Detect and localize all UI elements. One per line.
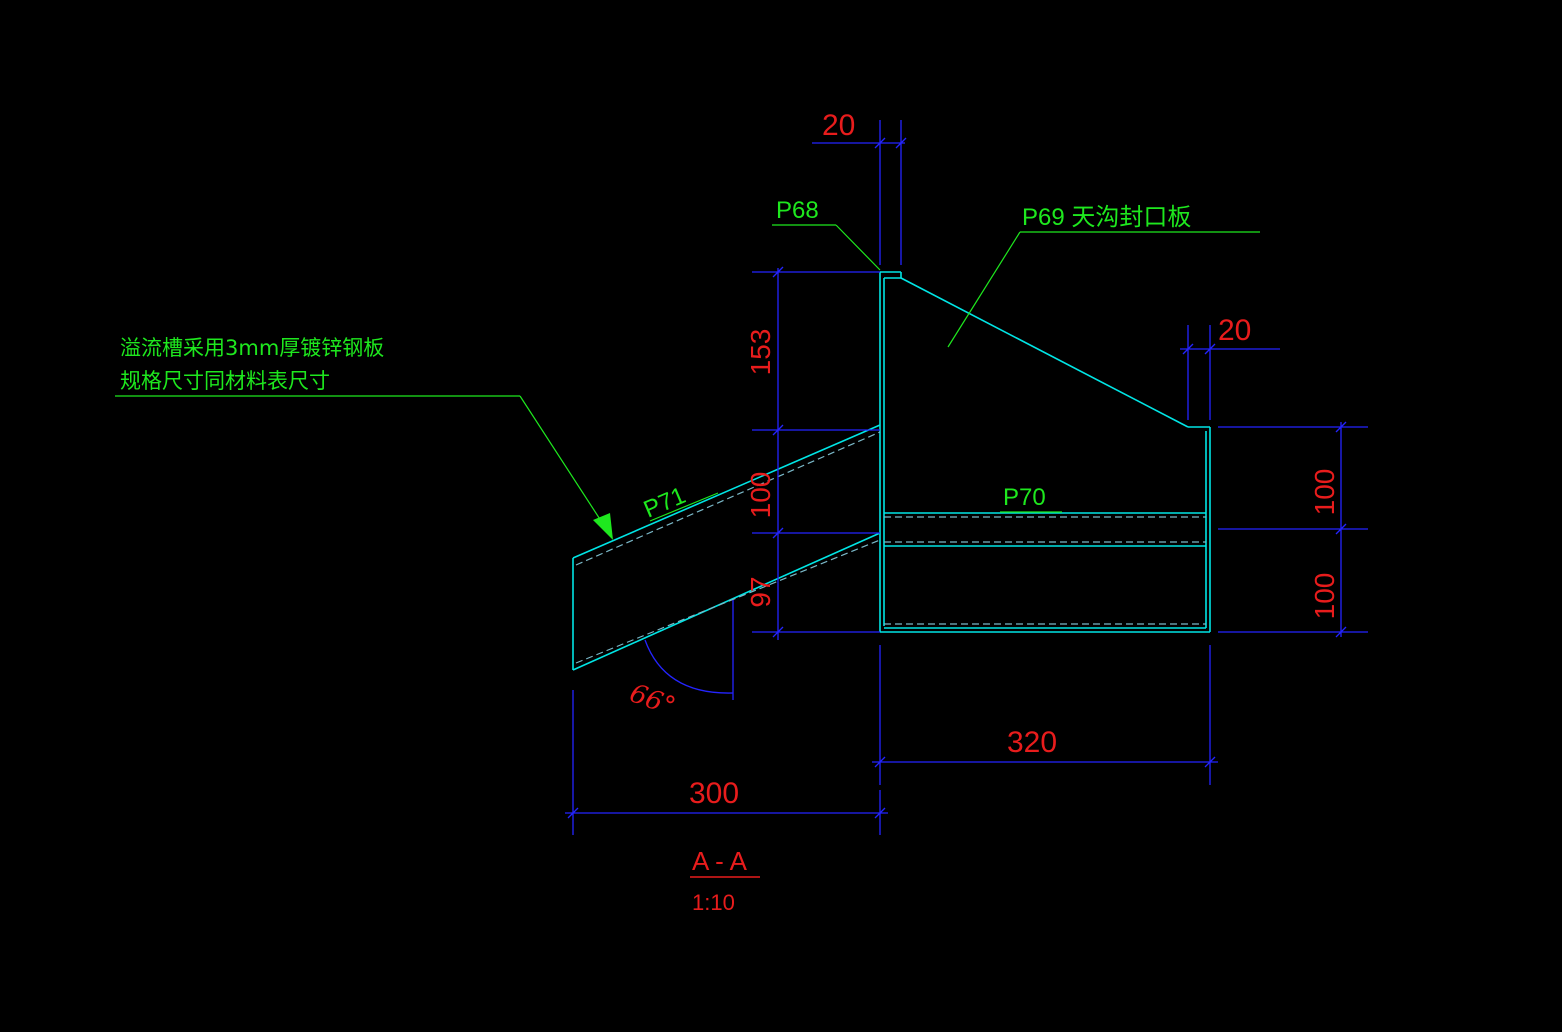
dim-right-upper: 100: [1309, 469, 1340, 516]
gutter-outline: [879, 271, 1211, 633]
dim-right-thickness: 20: [1218, 314, 1251, 347]
dim-left-upper: 153: [745, 329, 776, 376]
dim-left-lower: 97: [745, 576, 776, 607]
section-title: A - A: [692, 846, 748, 876]
label-p69: P69 天沟封口板: [1022, 204, 1191, 231]
dim-bottom-left-width: 300: [689, 777, 739, 810]
leader-arrow-icon: [593, 513, 613, 540]
dim-left-middle: 100: [745, 472, 776, 519]
dim-bottom-right-width: 320: [1007, 726, 1057, 759]
note-line-1: 溢流槽采用3mm厚镀锌钢板: [120, 336, 384, 360]
dim-angle: 66°: [626, 678, 680, 722]
dim-top-thickness: 20: [822, 109, 855, 142]
note-line-2: 规格尺寸同材料表尺寸: [120, 369, 330, 393]
label-p68: P68: [776, 197, 819, 224]
label-p70: P70: [1003, 484, 1046, 511]
dimension-lines: [565, 120, 1368, 835]
section-scale: 1:10: [692, 890, 735, 915]
leader-lines: [115, 224, 1260, 878]
dim-right-lower: 100: [1309, 573, 1340, 620]
overflow-chute: [572, 424, 881, 671]
label-p71: P71: [640, 482, 690, 524]
